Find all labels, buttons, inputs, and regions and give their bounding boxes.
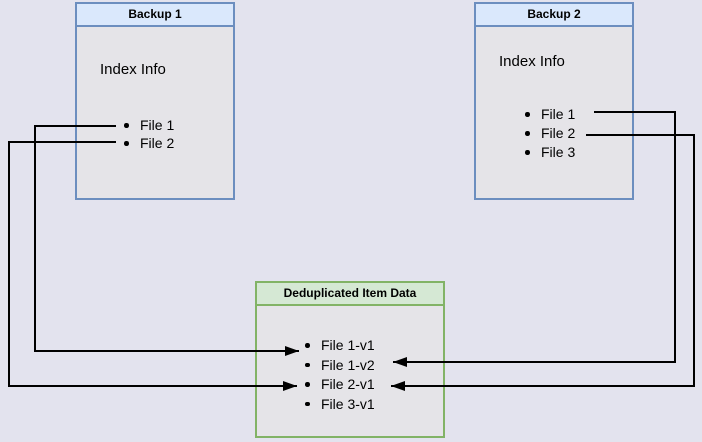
backup1-file-2-item: File 2 xyxy=(123,134,174,152)
backup2-file-3-item: File 3 xyxy=(524,143,575,162)
backup2-title: Backup 2 xyxy=(476,4,632,27)
dedup-box: Deduplicated Item Data File 1-v1 File 1-… xyxy=(255,281,445,438)
backup1-body: Index Info File 1 File 2 xyxy=(77,27,233,198)
dedup-file-1-v1-item: File 1-v1 xyxy=(304,336,375,356)
backup2-file-2-item: File 2 xyxy=(524,124,575,143)
dedup-file-2-v1-item: File 2-v1 xyxy=(304,375,375,395)
dedup-body: File 1-v1 File 1-v2 File 2-v1 File 3-v1 xyxy=(257,306,443,436)
backup2-body: Index Info File 1 File 2 File 3 xyxy=(476,27,632,198)
dedup-file-list: File 1-v1 File 1-v2 File 2-v1 File 3-v1 xyxy=(304,336,375,414)
backup2-file-1-item: File 1 xyxy=(524,105,575,124)
backup1-index-info-label: Index Info xyxy=(100,61,166,78)
backup1-title: Backup 1 xyxy=(77,4,233,27)
backup1-file-1-item: File 1 xyxy=(123,116,174,134)
dedup-file-3-v1-item: File 3-v1 xyxy=(304,395,375,415)
backup1-box: Backup 1 Index Info File 1 File 2 xyxy=(75,2,235,200)
backup2-index-info-label: Index Info xyxy=(499,53,565,70)
backup2-box: Backup 2 Index Info File 1 File 2 File 3 xyxy=(474,2,634,200)
backup2-file-list: File 1 File 2 File 3 xyxy=(524,105,575,162)
dedup-title: Deduplicated Item Data xyxy=(257,283,443,306)
dedup-file-1-v2-item: File 1-v2 xyxy=(304,356,375,376)
backup1-file-list: File 1 File 2 xyxy=(123,116,174,152)
